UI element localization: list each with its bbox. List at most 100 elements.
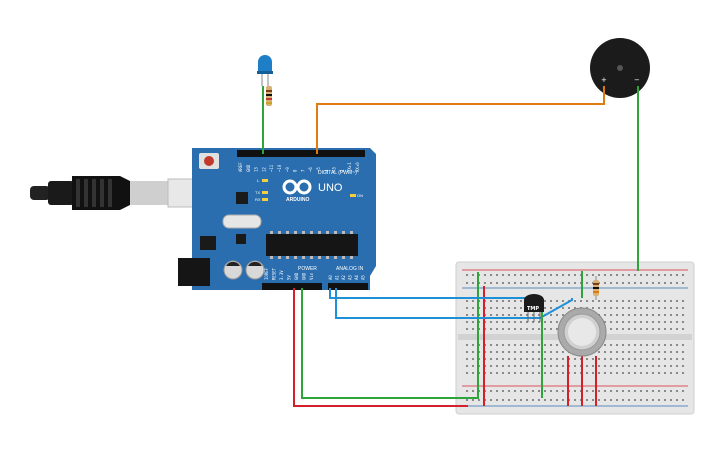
breadboard-hole[interactable] [652,314,654,316]
breadboard-hole[interactable] [616,282,618,284]
breadboard-hole[interactable] [508,328,510,330]
breadboard-hole[interactable] [520,372,522,374]
breadboard-hole[interactable] [670,365,672,367]
breadboard-hole[interactable] [670,372,672,374]
breadboard-hole[interactable] [526,358,528,360]
breadboard-hole[interactable] [586,372,588,374]
breadboard-hole[interactable] [658,307,660,309]
breadboard-hole[interactable] [586,365,588,367]
breadboard-hole[interactable] [526,274,528,276]
breadboard-hole[interactable] [592,365,594,367]
breadboard-hole[interactable] [652,372,654,374]
breadboard-hole[interactable] [532,328,534,330]
breadboard-hole[interactable] [508,399,510,401]
breadboard-hole[interactable] [538,399,540,401]
breadboard-hole[interactable] [676,307,678,309]
breadboard-hole[interactable] [658,274,660,276]
breadboard-hole[interactable] [520,274,522,276]
breadboard-hole[interactable] [490,351,492,353]
breadboard-hole[interactable] [466,307,468,309]
breadboard-hole[interactable] [652,328,654,330]
breadboard-hole[interactable] [466,390,468,392]
breadboard-hole[interactable] [550,274,552,276]
breadboard-hole[interactable] [682,314,684,316]
breadboard-hole[interactable] [604,372,606,374]
breadboard-hole[interactable] [532,365,534,367]
breadboard-hole[interactable] [514,399,516,401]
breadboard-hole[interactable] [472,344,474,346]
breadboard-hole[interactable] [640,351,642,353]
breadboard-hole[interactable] [574,399,576,401]
breadboard-hole[interactable] [658,390,660,392]
breadboard-hole[interactable] [658,321,660,323]
breadboard-hole[interactable] [664,300,666,302]
breadboard-hole[interactable] [640,390,642,392]
breadboard-hole[interactable] [514,300,516,302]
breadboard-hole[interactable] [640,358,642,360]
breadboard-hole[interactable] [550,351,552,353]
breadboard-hole[interactable] [532,358,534,360]
breadboard-hole[interactable] [640,282,642,284]
breadboard-hole[interactable] [502,358,504,360]
breadboard-hole[interactable] [466,274,468,276]
breadboard-hole[interactable] [670,328,672,330]
breadboard-hole[interactable] [628,274,630,276]
breadboard-hole[interactable] [640,314,642,316]
breadboard-hole[interactable] [682,328,684,330]
breadboard-hole[interactable] [544,274,546,276]
breadboard-hole[interactable] [538,344,540,346]
breadboard-hole[interactable] [496,321,498,323]
breadboard-hole[interactable] [532,351,534,353]
breadboard-hole[interactable] [592,399,594,401]
breadboard-hole[interactable] [604,307,606,309]
piezo-buzzer[interactable]: + − [590,38,650,98]
breadboard-hole[interactable] [490,282,492,284]
breadboard-hole[interactable] [676,365,678,367]
breadboard-hole[interactable] [646,399,648,401]
breadboard-hole[interactable] [526,282,528,284]
breadboard-hole[interactable] [658,365,660,367]
breadboard-hole[interactable] [472,307,474,309]
breadboard-hole[interactable] [616,365,618,367]
breadboard-hole[interactable] [466,328,468,330]
breadboard-hole[interactable] [622,321,624,323]
breadboard-hole[interactable] [544,351,546,353]
breadboard-hole[interactable] [646,351,648,353]
breadboard-hole[interactable] [664,314,666,316]
breadboard-hole[interactable] [664,399,666,401]
breadboard-hole[interactable] [610,321,612,323]
breadboard-hole[interactable] [676,390,678,392]
breadboard-hole[interactable] [682,351,684,353]
breadboard-hole[interactable] [616,351,618,353]
breadboard-hole[interactable] [646,314,648,316]
breadboard-hole[interactable] [634,344,636,346]
breadboard-hole[interactable] [622,390,624,392]
breadboard-hole[interactable] [544,328,546,330]
breadboard-hole[interactable] [610,390,612,392]
breadboard-hole[interactable] [652,321,654,323]
breadboard-hole[interactable] [556,300,558,302]
breadboard-hole[interactable] [496,314,498,316]
breadboard-hole[interactable] [604,314,606,316]
breadboard-hole[interactable] [664,390,666,392]
breadboard-hole[interactable] [520,351,522,353]
breadboard-hole[interactable] [610,282,612,284]
breadboard-hole[interactable] [538,282,540,284]
wire-red-5v[interactable] [293,288,468,407]
breadboard-hole[interactable] [556,372,558,374]
breadboard-hole[interactable] [634,300,636,302]
breadboard-hole[interactable] [502,344,504,346]
breadboard-hole[interactable] [640,321,642,323]
breadboard-hole[interactable] [604,351,606,353]
breadboard-hole[interactable] [628,344,630,346]
breadboard-hole[interactable] [592,390,594,392]
breadboard-hole[interactable] [640,399,642,401]
breadboard-hole[interactable] [574,300,576,302]
breadboard-hole[interactable] [658,282,660,284]
breadboard-hole[interactable] [508,344,510,346]
breadboard-hole[interactable] [532,274,534,276]
breadboard-hole[interactable] [646,358,648,360]
breadboard-hole[interactable] [562,372,564,374]
breadboard-hole[interactable] [628,321,630,323]
breadboard-hole[interactable] [466,282,468,284]
